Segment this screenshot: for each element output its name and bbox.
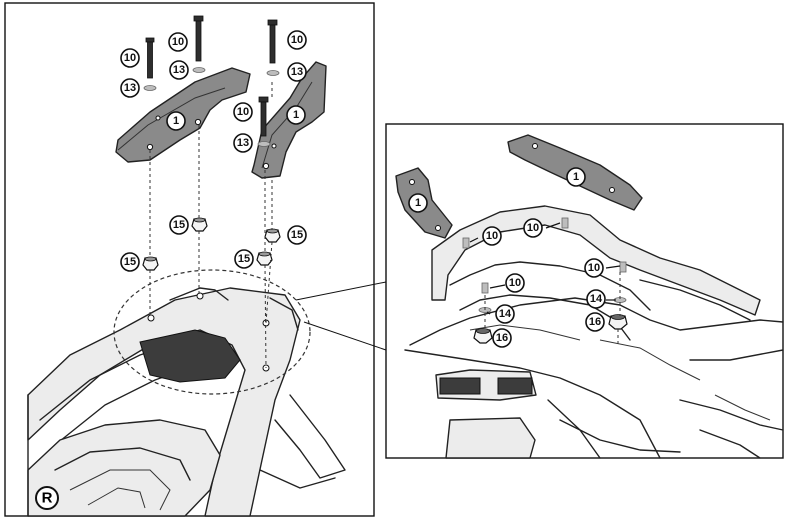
- tail-light-right: [497, 377, 533, 395]
- callout-label: 10: [172, 36, 184, 48]
- detail-panel: 1 1 10 10 10 10 14 14 16 16: [385, 123, 784, 459]
- callout-15-a: 15: [120, 252, 140, 272]
- nut-15-a: [142, 256, 159, 271]
- callout-13-a: 13: [120, 78, 140, 98]
- bolt-10-d: [258, 96, 269, 137]
- callout-15-b: 15: [169, 215, 189, 235]
- callout-label: 16: [589, 316, 601, 328]
- washer-13-c: [266, 70, 280, 76]
- callout-15-c: 15: [287, 225, 307, 245]
- left-panel: R 10 10 10 10 13 13 13 13 1 1 15 15 15 1…: [4, 2, 375, 517]
- callout-detail-16-b: 16: [585, 312, 605, 332]
- nut-15-b: [191, 217, 208, 232]
- callout-label: 1: [293, 109, 299, 121]
- washer-13-a: [143, 85, 157, 91]
- cap-nut-16-a: [473, 328, 493, 344]
- pointer-arrows: [469, 222, 621, 315]
- callout-10-a: 10: [120, 48, 140, 68]
- cap-nut-16-b: [608, 314, 628, 330]
- callout-label: 10: [509, 277, 521, 289]
- callout-label: 10: [527, 222, 539, 234]
- callout-label: 16: [496, 332, 508, 344]
- callout-label: 10: [486, 230, 498, 242]
- detail-highlight-ellipse: [113, 269, 311, 395]
- callout-1-a: 1: [166, 111, 186, 131]
- callout-detail-1-b: 1: [408, 193, 428, 213]
- nut-15-d: [256, 251, 273, 266]
- alignment-lines-detail: [484, 272, 621, 345]
- callout-label: 15: [291, 229, 303, 241]
- callout-detail-10-d: 10: [584, 258, 604, 278]
- callout-label: 10: [124, 52, 136, 64]
- callout-label: 13: [173, 64, 185, 76]
- callout-label: 15: [124, 256, 136, 268]
- region-badge-r: R: [35, 486, 59, 510]
- callout-label: 13: [237, 137, 249, 149]
- callout-detail-10-b: 10: [523, 218, 543, 238]
- callout-label: 1: [415, 197, 421, 209]
- motorcycle-tail: [404, 297, 784, 459]
- callout-label: 10: [291, 34, 303, 46]
- callout-label: 13: [124, 82, 136, 94]
- callout-13-c: 13: [287, 62, 307, 82]
- callout-13-d: 13: [233, 133, 253, 153]
- callout-1-b: 1: [286, 105, 306, 125]
- callout-10-d: 10: [233, 102, 253, 122]
- bolt-10-b: [193, 15, 204, 62]
- callout-detail-1-a: 1: [566, 167, 586, 187]
- callout-detail-16-a: 16: [492, 328, 512, 348]
- nut-15-c: [264, 228, 281, 243]
- tail-light-left: [439, 377, 481, 395]
- callout-label: 1: [573, 171, 579, 183]
- bolt-10-a: [145, 37, 155, 79]
- callout-15-d: 15: [234, 249, 254, 269]
- callout-label: 15: [238, 253, 250, 265]
- detail-leader-lines: [295, 281, 387, 351]
- washer-13-d: [257, 141, 271, 147]
- callout-detail-14-b: 14: [586, 289, 606, 309]
- callout-label: 15: [173, 219, 185, 231]
- callout-detail-10-a: 10: [482, 226, 502, 246]
- callout-label: 14: [499, 308, 512, 320]
- callout-label: 10: [588, 262, 600, 274]
- callout-detail-10-c: 10: [505, 273, 525, 293]
- washer-13-b: [192, 67, 206, 73]
- bolt-10-c: [267, 19, 278, 64]
- callout-label: 10: [237, 106, 249, 118]
- callout-10-b: 10: [168, 32, 188, 52]
- callout-label: 14: [590, 293, 603, 305]
- callout-detail-14-a: 14: [495, 304, 515, 324]
- callout-label: 1: [173, 115, 179, 127]
- region-badge-label: R: [42, 490, 53, 507]
- callout-10-c: 10: [287, 30, 307, 50]
- callout-13-b: 13: [169, 60, 189, 80]
- luggage-rack-frame: [27, 287, 346, 517]
- callout-label: 13: [291, 66, 303, 78]
- alignment-lines-left: [149, 82, 273, 369]
